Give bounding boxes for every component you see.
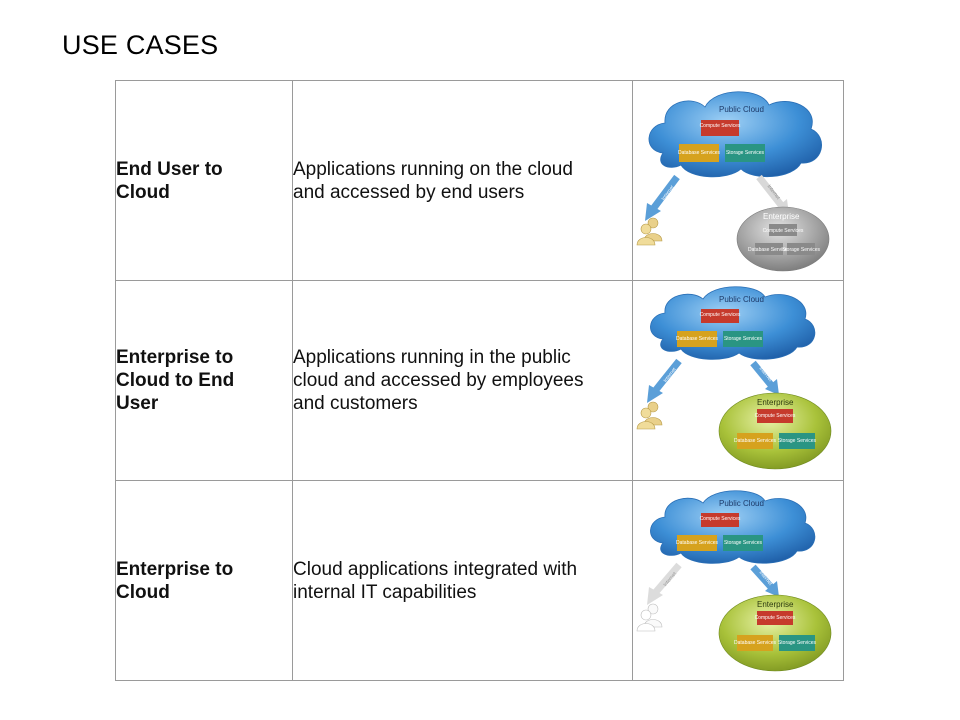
database-services-box [677, 535, 717, 551]
internet-arrow-right: Internet [750, 360, 779, 395]
compute-services-box [757, 611, 793, 625]
use-case-diagram: Public Cloud Compute Services Database S… [636, 91, 830, 272]
table-row: Enterprise to Cloud to End User Applicat… [115, 280, 844, 481]
database-services-box [679, 144, 719, 162]
enterprise-cloud: Enterprise Compute Services Database Ser… [736, 206, 830, 272]
use-case-description-cell: Applications running on the cloud and ac… [292, 80, 633, 281]
use-case-name-cell: Enterprise to Cloud to End User [115, 280, 293, 481]
database-services-box [755, 243, 783, 255]
storage-services-box [779, 635, 815, 651]
database-services-box [677, 331, 717, 347]
enterprise-title: Enterprise [757, 600, 794, 609]
storage-services-label: Storage Services [782, 247, 821, 253]
storage-services-box [723, 535, 763, 551]
enterprise-title: Enterprise [757, 398, 794, 407]
use-case-diagram-cell: Public Cloud Compute Services Database S… [632, 280, 844, 481]
compute-services-label: Compute Services [755, 413, 796, 419]
compute-services-box [769, 224, 797, 236]
database-services-label: Database Services [734, 438, 776, 444]
database-services-label: Database Services [748, 247, 790, 253]
database-services-label: Database Services [734, 640, 776, 646]
database-services-box [737, 635, 773, 651]
use-case-name-cell: End User to Cloud [115, 80, 293, 281]
compute-services-label: Compute Services [700, 312, 741, 318]
cloud-title: Public Cloud [719, 295, 764, 304]
storage-services-label: Storage Services [724, 336, 763, 342]
use-case-name: Enterprise to Cloud to End User [116, 347, 235, 414]
compute-services-box [701, 309, 739, 323]
database-services-box [737, 433, 773, 449]
use-case-diagram-cell: Public Cloud Compute Services Database S… [632, 480, 844, 681]
internet-arrow-left: Internet [647, 358, 682, 403]
internet-arrow-right: Internet [750, 564, 779, 597]
end-user-icon [636, 603, 663, 632]
slide-title: USE CASES [62, 30, 219, 60]
end-user-icon [636, 401, 663, 430]
use-case-diagram: Public Cloud Compute Services Database S… [636, 490, 832, 672]
compute-services-label: Compute Services [700, 516, 741, 522]
use-case-description-cell: Applications running in the public cloud… [292, 280, 633, 481]
storage-services-label: Storage Services [726, 150, 765, 156]
use-case-description: Cloud applications integrated with inter… [293, 558, 578, 603]
use-case-diagram: Public Cloud Compute Services Database S… [636, 286, 832, 470]
use-case-description: Applications running in the public cloud… [293, 347, 584, 414]
compute-services-box [701, 513, 739, 527]
compute-services-box [757, 409, 793, 423]
public-cloud: Public Cloud Compute Services Database S… [650, 286, 816, 360]
table-row: End User to Cloud Applications running o… [115, 80, 844, 281]
public-cloud: Public Cloud Compute Services Database S… [648, 91, 822, 178]
use-case-name-cell: Enterprise to Cloud [115, 480, 293, 681]
public-cloud: Public Cloud Compute Services Database S… [650, 490, 816, 564]
storage-services-box [725, 144, 765, 162]
compute-services-box [701, 120, 739, 136]
storage-services-box [779, 433, 815, 449]
use-case-name: End User to Cloud [116, 158, 223, 203]
compute-services-label: Compute Services [700, 123, 741, 129]
enterprise-cloud: Enterprise Compute Services Database Ser… [718, 594, 832, 672]
database-services-label: Database Services [678, 150, 720, 156]
use-case-diagram-cell: Public Cloud Compute Services Database S… [632, 80, 844, 281]
database-services-label: Database Services [676, 336, 718, 342]
enterprise-title: Enterprise [763, 212, 800, 221]
storage-services-label: Storage Services [778, 438, 817, 444]
enterprise-cloud: Enterprise Compute Services Database Ser… [718, 392, 832, 470]
use-cases-table: End User to Cloud Applications running o… [115, 80, 844, 681]
compute-services-label: Compute Services [763, 228, 804, 234]
end-user-icon [636, 217, 663, 246]
use-case-description-cell: Cloud applications integrated with inter… [292, 480, 633, 681]
table-row: Enterprise to Cloud Cloud applications i… [115, 480, 844, 681]
internet-arrow-left: Internet [647, 562, 682, 605]
internet-arrow-left: Internet [645, 174, 680, 221]
cloud-title: Public Cloud [719, 105, 764, 114]
storage-services-label: Storage Services [724, 540, 763, 546]
cloud-title: Public Cloud [719, 499, 764, 508]
compute-services-label: Compute Services [755, 615, 796, 621]
use-case-name: Enterprise to Cloud [116, 558, 234, 603]
storage-services-box [723, 331, 763, 347]
storage-services-box [787, 243, 815, 255]
database-services-label: Database Services [676, 540, 718, 546]
storage-services-label: Storage Services [778, 640, 817, 646]
use-case-description: Applications running on the cloud and ac… [293, 158, 573, 203]
